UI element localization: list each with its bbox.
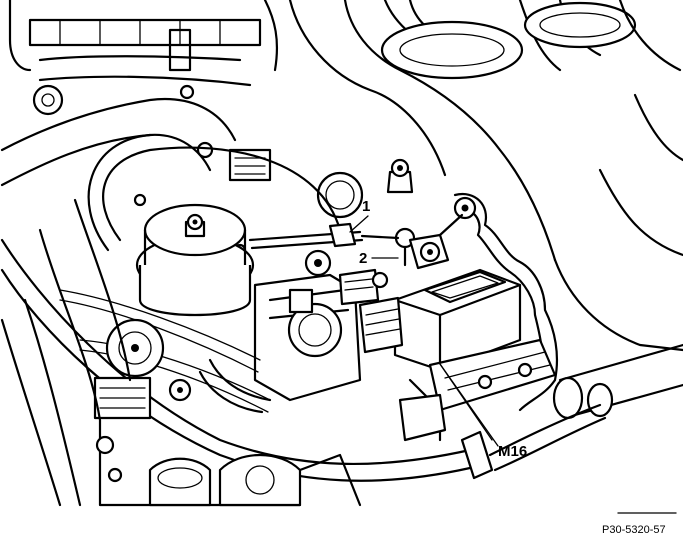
callout-m16-label: M16 <box>498 443 527 460</box>
loop-hose <box>87 133 342 252</box>
canister <box>135 203 255 317</box>
figure-reference-label: P30-5320-57 <box>602 524 666 536</box>
callout-2-label: 2 <box>359 250 367 267</box>
callout-1: 1 <box>349 198 370 233</box>
callout-1-label: 1 <box>362 198 370 215</box>
throttle-body <box>253 249 389 402</box>
figure-reference: P30-5320-57 <box>602 512 677 536</box>
actuator-m16 <box>358 192 559 442</box>
linkage-rod <box>248 222 416 267</box>
intake-manifold <box>288 0 683 420</box>
lower-left-components <box>0 198 607 507</box>
callout-m16: M16 <box>439 363 527 460</box>
callout-2: 2 <box>359 250 399 267</box>
